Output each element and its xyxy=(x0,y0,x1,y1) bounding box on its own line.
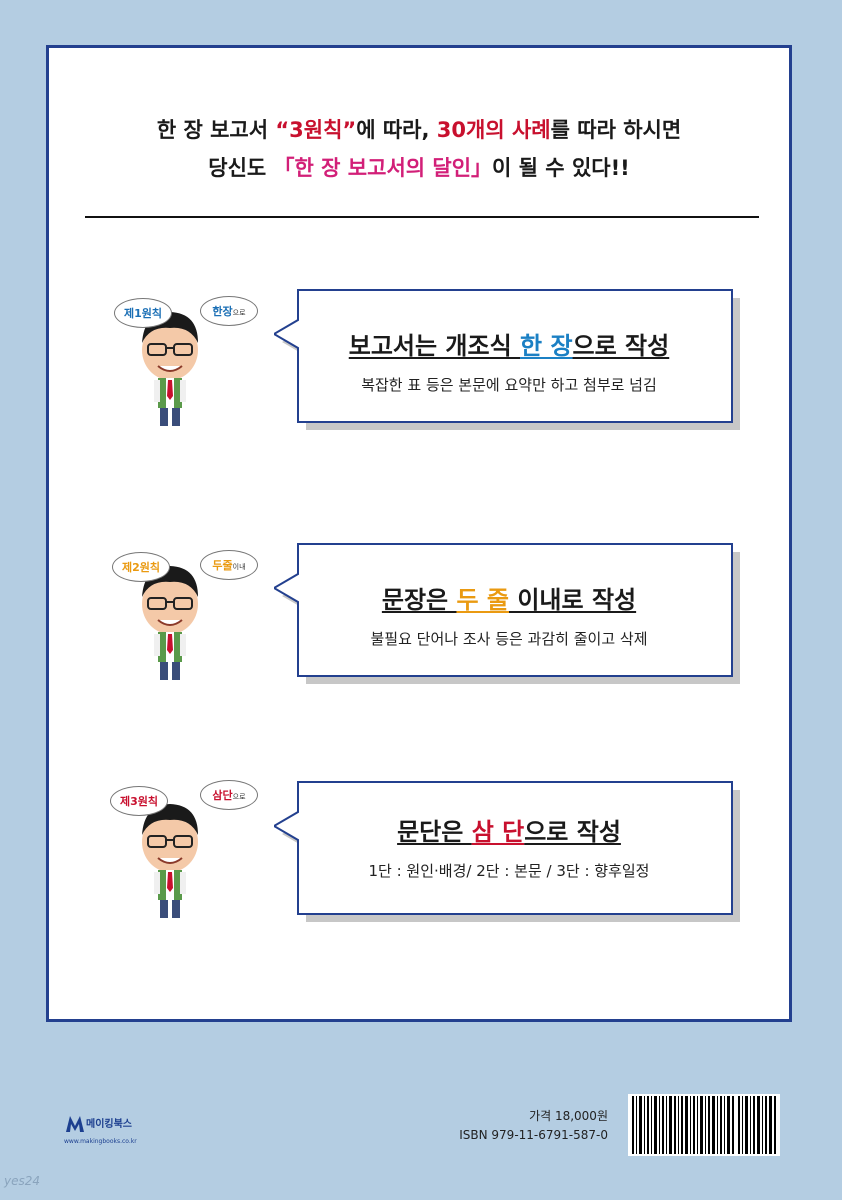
speech-callout-icon xyxy=(274,543,740,684)
rule-title: 문장은 두 줄 이내로 작성 xyxy=(381,586,637,614)
speech-callout-icon xyxy=(274,781,740,922)
price-label: 가격 18,000원 xyxy=(529,1109,608,1123)
publisher-logo: 메이킹북스 www.makingbooks.co.kr xyxy=(64,1112,154,1148)
cartoon-man-icon xyxy=(142,312,198,426)
publisher-name: 메이킹북스 xyxy=(86,1119,132,1130)
publisher-logo-icon xyxy=(66,1116,84,1132)
watermark: yes24 xyxy=(4,1174,41,1188)
rule-tag-bubble: 제1원칙 xyxy=(114,298,172,328)
rule-callout-2: 문장은 두 줄 이내로 작성 불필요 단어나 조사 등은 과감히 줄이고 삭제 xyxy=(274,542,740,684)
headline-line-2: 당신도 「한 장 보고서의 달인」이 될 수 있다!! xyxy=(208,156,630,180)
rule-callout-3: 문단은 삼 단으로 작성 1단 : 원인·배경/ 2단 : 본문 / 3단 : … xyxy=(274,780,740,922)
rule-subtitle: 불필요 단어나 조사 등은 과감히 줄이고 삭제 xyxy=(370,630,648,648)
isbn-label: ISBN 979-11-6791-587-0 xyxy=(459,1128,608,1142)
barcode xyxy=(628,1094,780,1156)
barcode-icon xyxy=(632,1096,776,1154)
keyword-bubble: 한장으로 xyxy=(200,296,258,326)
rule-subtitle: 1단 : 원인·배경/ 2단 : 본문 / 3단 : 향후일정 xyxy=(368,862,650,880)
rule-tag-bubble: 제2원칙 xyxy=(112,552,170,582)
publisher-url: www.makingbooks.co.kr xyxy=(64,1138,137,1145)
keyword-bubble: 삼단으로 xyxy=(200,780,258,810)
divider-rule xyxy=(85,216,759,218)
rule-title: 보고서는 개조식 한 장으로 작성 xyxy=(348,332,670,360)
headline-line-1: 한 장 보고서 “3원칙”에 따라, 30개의 사례를 따라 하시면 xyxy=(156,118,682,142)
rule-title: 문단은 삼 단으로 작성 xyxy=(397,818,621,846)
rule-subtitle: 복잡한 표 등은 본문에 요약만 하고 첨부로 넘김 xyxy=(361,376,657,394)
rule-tag-bubble: 제3원칙 xyxy=(110,786,168,816)
speech-callout-icon xyxy=(274,289,740,430)
keyword-bubble: 두줄이내 xyxy=(200,550,258,580)
cartoon-man-illustration xyxy=(110,288,230,438)
rule-callout-1: 보고서는 개조식 한 장으로 작성 복잡한 표 등은 본문에 요약만 하고 첨부… xyxy=(274,288,740,430)
